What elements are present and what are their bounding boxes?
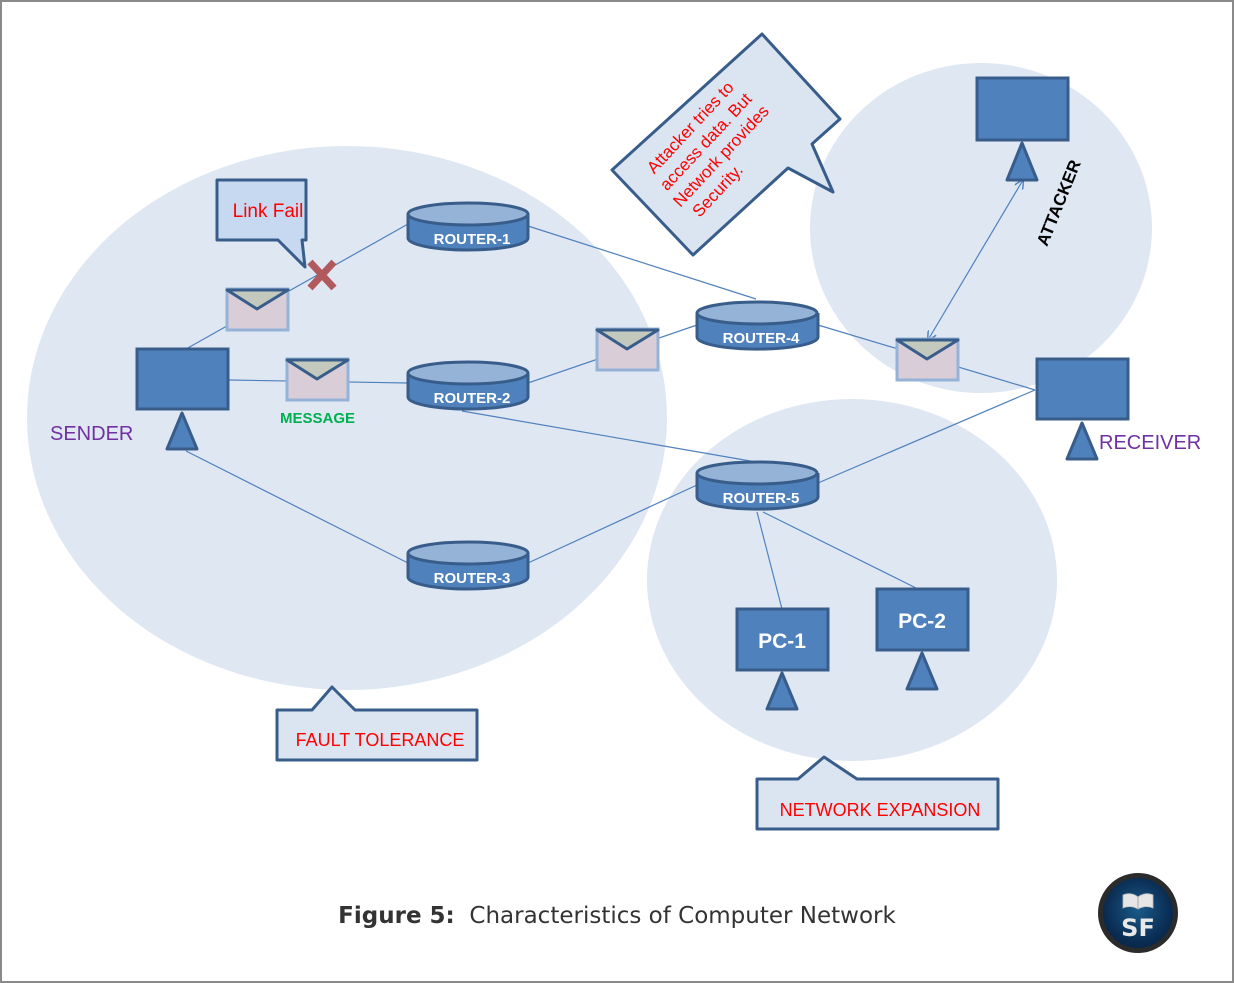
link-router1-router4: [527, 225, 757, 300]
network-expansion-callout: NETWORK EXPANSION: [755, 755, 1000, 831]
message-label: MESSAGE: [280, 410, 355, 427]
receiver-computer: [1035, 357, 1130, 461]
attack-link: [928, 180, 1023, 340]
link-router5-pc2: [762, 511, 919, 590]
link-fail-label: Link Fail: [233, 201, 304, 222]
pc2-label: PC-2: [898, 610, 946, 633]
router1-label: ROUTER-1: [434, 231, 511, 248]
envelope-icon: [285, 357, 350, 402]
router-4: ROUTER-4: [695, 300, 820, 351]
fault-tolerance-callout: FAULT TOLERANCE: [275, 685, 479, 762]
router-1: ROUTER-1: [406, 201, 530, 252]
link-router5-pc1: [756, 511, 783, 610]
link-fail-callout: Link Fail: [215, 178, 308, 269]
pc1-computer: PC-1: [735, 607, 830, 711]
router4-label: ROUTER-4: [723, 330, 800, 347]
open-book-icon: [1122, 893, 1154, 910]
network-expansion-label: NETWORK EXPANSION: [780, 800, 981, 820]
caption-text: Characteristics of Computer Network: [469, 903, 896, 929]
caption-prefix: Figure 5:: [338, 903, 455, 929]
link-router3-router5: [527, 484, 698, 564]
figure-caption: Figure 5: Characteristics of Computer Ne…: [0, 903, 1234, 929]
router5-label: ROUTER-5: [723, 490, 800, 507]
link-fail-x-icon: [307, 259, 337, 291]
sender-computer: [135, 347, 230, 451]
link-sender-router1: [185, 223, 409, 350]
envelope-icon: [895, 337, 960, 382]
pc1-label: PC-1: [758, 630, 806, 653]
logo-text: SF: [1121, 914, 1155, 942]
envelope-icon: [595, 327, 660, 372]
sf-logo: SF: [1098, 873, 1178, 953]
pc2-computer: PC-2: [875, 587, 970, 691]
router2-label: ROUTER-2: [434, 390, 511, 407]
router-2: ROUTER-2: [406, 360, 530, 411]
attacker-computer: [975, 76, 1070, 182]
router3-label: ROUTER-3: [434, 570, 511, 587]
sender-label: SENDER: [50, 423, 133, 445]
link-router2-router5: [461, 410, 757, 463]
link-sender-router3: [185, 450, 409, 564]
attacker-note-callout: Attacker tries to access data. But Netwo…: [610, 32, 842, 257]
envelope-icon: [225, 287, 290, 332]
receiver-label: RECEIVER: [1099, 432, 1201, 454]
link-router5-receiver: [817, 389, 1036, 484]
router-3: ROUTER-3: [406, 540, 530, 591]
router-5: ROUTER-5: [695, 460, 820, 511]
fault-tolerance-label: FAULT TOLERANCE: [296, 730, 465, 750]
